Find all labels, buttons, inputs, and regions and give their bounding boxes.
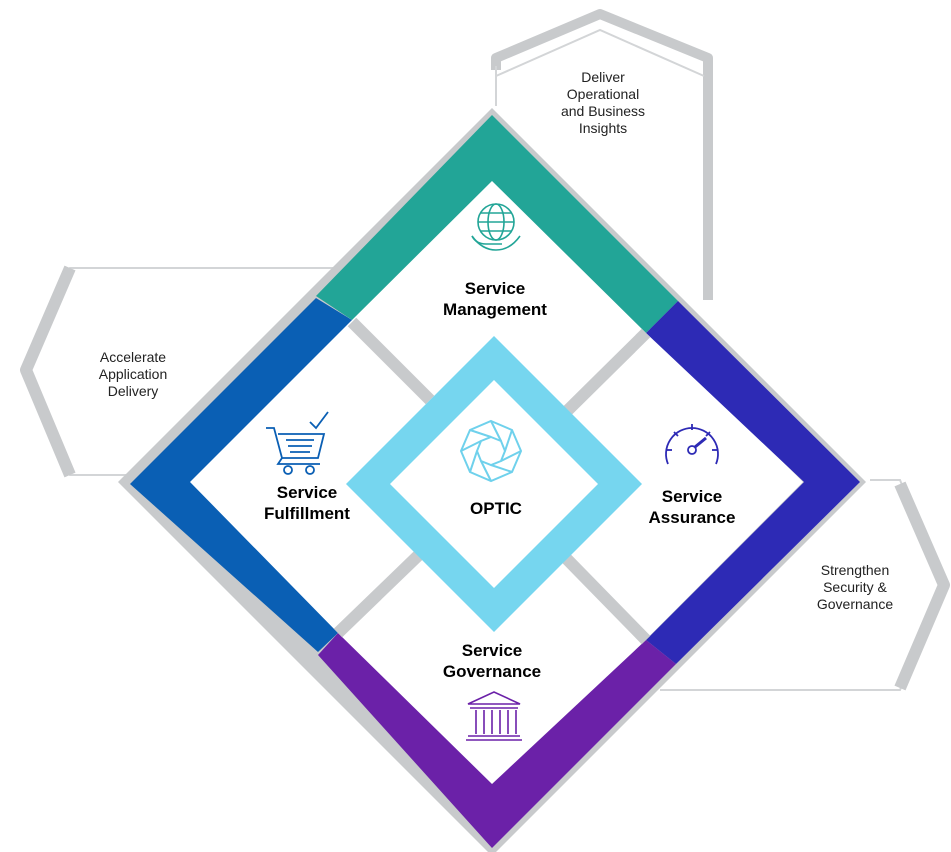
callout-accelerate: Accelerate Application Delivery <box>68 349 198 400</box>
callout-panel-left <box>20 265 343 478</box>
segment-title-line: Management <box>443 300 547 319</box>
segment-title-line: Service <box>464 279 526 298</box>
callout-security: Strengthen Security & Governance <box>790 562 920 613</box>
callout-line: Application <box>98 366 168 382</box>
center-diamond <box>346 336 642 632</box>
segment-title-assurance: Service Assurance <box>592 486 792 528</box>
segment-title-line: Service <box>661 487 723 506</box>
segment-title-fulfillment: Service Fulfillment <box>207 482 407 524</box>
shopping-cart-check-icon <box>266 411 329 475</box>
callout-line: Governance <box>816 596 894 612</box>
segment-title-line: Service <box>276 483 338 502</box>
callout-line: Security & <box>823 579 887 595</box>
callout-line: Delivery <box>107 383 159 399</box>
segment-title-line: Service <box>461 641 523 660</box>
callout-panel-top <box>491 9 713 300</box>
segment-title-governance: Service Governance <box>392 640 592 682</box>
callout-line: Operational <box>566 86 640 102</box>
callout-line: and Business <box>560 103 646 119</box>
segment-title-line: Assurance <box>648 508 736 527</box>
callout-panel-right <box>660 479 950 691</box>
center-label-text: OPTIC <box>470 499 522 518</box>
segment-band-governance <box>318 633 676 848</box>
segment-band-fulfillment <box>130 298 352 652</box>
center-label: OPTIC <box>396 498 596 519</box>
callout-line: Strengthen <box>820 562 890 578</box>
callout-insights: Deliver Operational and Business Insight… <box>538 69 668 137</box>
globe-hand-icon <box>471 203 521 251</box>
segment-title-line: Fulfillment <box>264 504 350 523</box>
callout-line: Deliver <box>581 69 625 85</box>
speedometer-icon <box>665 424 719 465</box>
bank-building-icon <box>466 691 522 741</box>
segment-title-line: Governance <box>442 662 542 681</box>
segment-band-assurance <box>646 301 860 664</box>
segment-band-management <box>316 115 678 333</box>
aperture-icon <box>459 419 523 483</box>
callout-line: Insights <box>578 120 628 136</box>
callout-line: Accelerate <box>99 349 167 365</box>
segment-title-management: Service Management <box>395 278 595 320</box>
